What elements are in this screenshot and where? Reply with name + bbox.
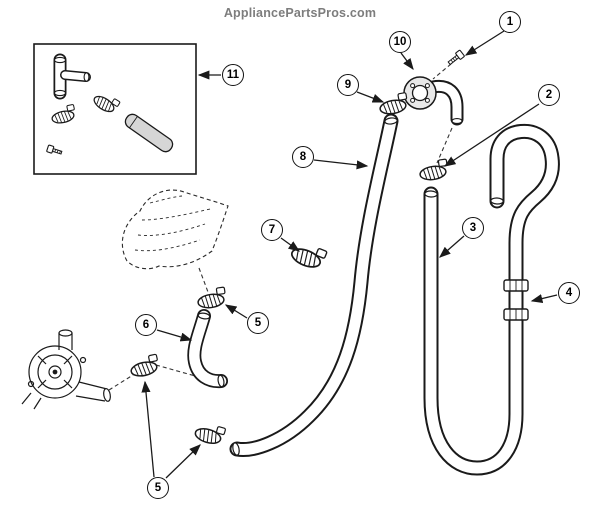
hose-clamp-9 <box>377 91 410 117</box>
tee-fitting <box>53 53 91 100</box>
hose-3-drain <box>423 123 560 476</box>
leader-lines <box>141 30 558 479</box>
hose-clamp-2 <box>417 158 450 182</box>
splash-shield-outline <box>121 189 229 270</box>
hose-8 <box>229 113 399 457</box>
elbow-fitting <box>403 76 464 126</box>
hose-clamp-5b <box>128 353 161 379</box>
hose-6 <box>187 309 228 389</box>
inset-kit-box <box>33 43 197 175</box>
hose-coupling <box>503 279 529 321</box>
hose-clamp-5a <box>195 286 228 310</box>
mounting-screw <box>447 49 465 66</box>
hose-clamp-7 <box>288 238 329 273</box>
kit-screw <box>46 144 63 155</box>
kit-hose-stub <box>124 113 174 153</box>
pump-assembly <box>21 329 111 410</box>
site-title: AppliancePartsPros.com <box>223 6 377 20</box>
hose-clamp-5c <box>192 420 227 448</box>
